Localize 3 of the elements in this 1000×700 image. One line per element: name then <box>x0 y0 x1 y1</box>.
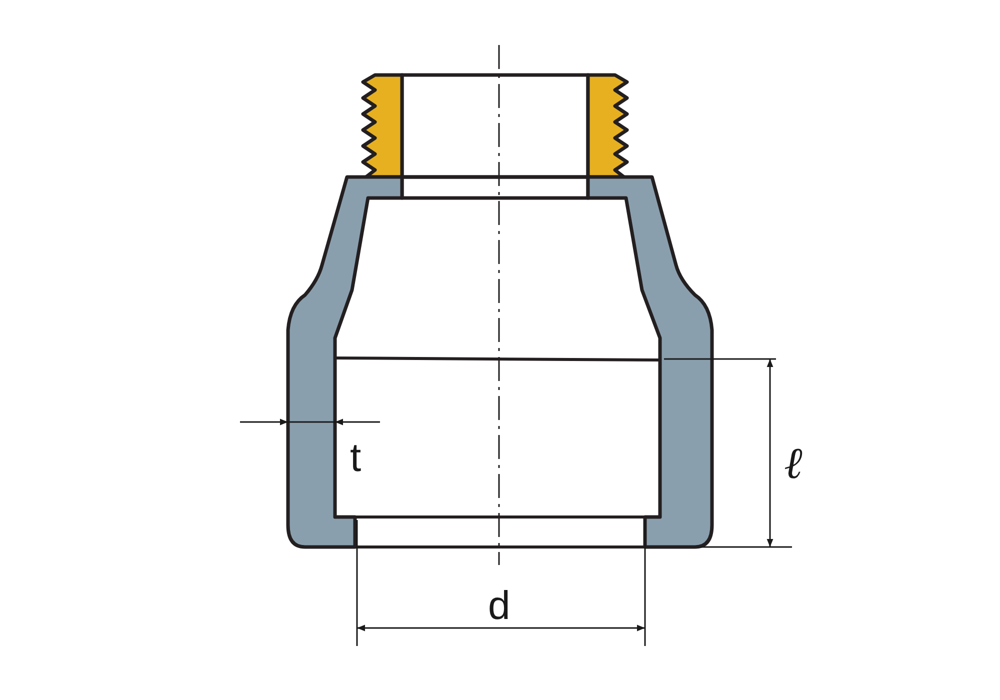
dimension-label: d <box>488 586 510 626</box>
dimension-label: t <box>350 438 362 478</box>
dimension-label: ℓ <box>784 442 802 486</box>
